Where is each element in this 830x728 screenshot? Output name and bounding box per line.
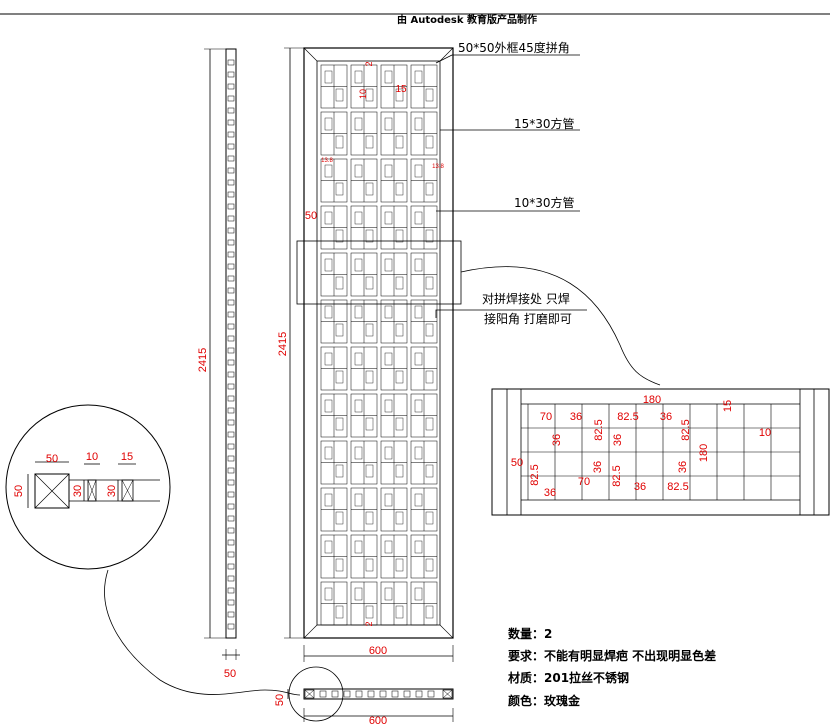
dim-gap-15: 15: [395, 84, 407, 95]
dim-detail-36-v2: 36: [612, 434, 624, 446]
dim-width-side: 50: [224, 668, 236, 680]
dim-circle-50-h: 50: [13, 485, 25, 497]
side-elevation: [204, 48, 240, 660]
dim-detail-10: 10: [759, 427, 771, 439]
callout-tube-15x30: 15*30方管: [514, 117, 575, 131]
note-color: 颜色：玫瑰金: [508, 694, 581, 708]
dim-height-front: 2415: [277, 332, 289, 356]
dim-detail-50: 50: [511, 457, 523, 469]
dim-detail-180-v: 180: [698, 444, 710, 462]
dimension-labels: 2415 2415 600 50 50 10 15 2 13.8 13.8 2 …: [13, 61, 771, 727]
dim-circle-15: 15: [121, 451, 133, 463]
dim-section-height: 50: [274, 694, 286, 706]
dim-detail-36-v4: 36: [677, 461, 689, 473]
dim-circle-10: 10: [86, 451, 98, 463]
dim-height-left: 2415: [197, 348, 209, 372]
dim-circle-50-w: 50: [46, 453, 58, 465]
bottom-section: [287, 666, 454, 722]
dim-detail-36-v3: 36: [592, 461, 604, 473]
dim-detail-825-v4: 82.5: [611, 465, 623, 486]
note-material: 材质：201拉丝不锈钢: [508, 671, 630, 685]
dim-detail-36-d: 36: [634, 481, 646, 493]
front-elevation: [284, 47, 462, 662]
dim-section-width: 600: [369, 715, 387, 727]
watermark-title: 由 Autodesk 教育版产品制作: [397, 15, 538, 26]
dim-detail-36-b: 36: [660, 411, 672, 423]
dim-detail-36-c: 36: [544, 487, 556, 499]
dim-detail-36-a: 36: [570, 411, 582, 423]
dim-bottom-mark: 2: [364, 621, 374, 626]
dim-small-c: 13.8: [432, 164, 444, 170]
dim-small-b: 13.8: [321, 158, 333, 164]
note-quantity: 数量：2: [508, 627, 553, 641]
dim-detail-825-b: 82.5: [667, 481, 688, 493]
dim-circle-30-a: 30: [72, 485, 84, 497]
dim-frame-width: 50: [305, 210, 317, 222]
detail-view: [491, 388, 830, 516]
callout-joint-line2: 接阳角 打磨即可: [484, 312, 572, 326]
dim-detail-825-v1: 82.5: [593, 419, 605, 440]
dim-small-a: 2: [364, 61, 374, 66]
callout-joint-line1: 对拼焊接处 只焊: [482, 292, 570, 306]
note-requirement: 要求：不能有明显焊疤 不出现明显色差: [508, 649, 717, 663]
dim-detail-15: 15: [722, 400, 734, 412]
callout-tube-10x30: 10*30方管: [514, 196, 575, 210]
dim-detail-70-a: 70: [540, 411, 552, 423]
section-magnifier: [5, 404, 301, 696]
dim-detail-825-a: 82.5: [617, 411, 638, 423]
dim-circle-30-b: 30: [106, 485, 118, 497]
dim-detail-825-v3: 82.5: [529, 464, 541, 485]
dim-detail-70-b: 70: [578, 476, 590, 488]
dim-detail-825-v2: 82.5: [680, 419, 692, 440]
dim-detail-180-top: 180: [643, 394, 661, 406]
callout-leaders: [435, 54, 661, 386]
callout-frame: 50*50外框45度拼角: [458, 41, 570, 55]
dim-detail-36-v1: 36: [551, 434, 563, 446]
dim-gap-10: 10: [358, 89, 368, 99]
dim-width-front: 600: [369, 645, 387, 657]
